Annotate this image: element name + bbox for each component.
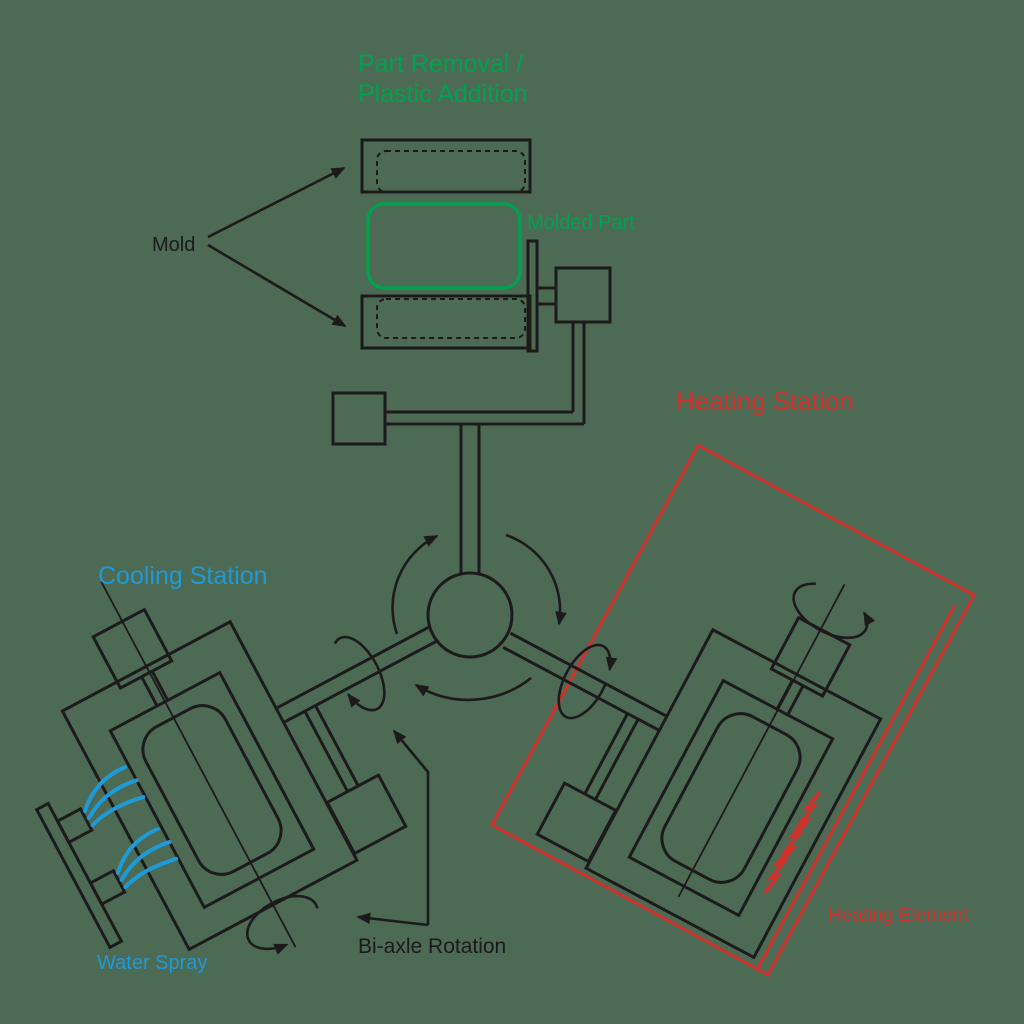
cooling-spin-axis-line — [100, 581, 297, 948]
heating-element-bolt-icon — [793, 790, 822, 839]
hub-rotation-arrow-bottom — [414, 676, 532, 702]
mold-pointer-arrow-bottom — [207, 243, 347, 328]
mold-bottom-cavity-dashed — [376, 298, 526, 339]
water-spray-stream — [86, 778, 139, 821]
water-spray-stream — [123, 856, 179, 890]
heating-counterweight — [535, 781, 618, 864]
mold-flange-plate — [526, 239, 539, 353]
cooling-spindle-motor — [91, 607, 174, 691]
water-spray-nozzle-lower — [88, 868, 127, 907]
counterweight-block-top — [331, 391, 387, 446]
heating-station-title: Heating Station — [676, 386, 854, 416]
water-spray-stream — [115, 826, 160, 875]
mold-label: Mold — [152, 234, 195, 256]
heating-oven — [489, 443, 977, 977]
heating-element-bolt-icon — [778, 818, 807, 867]
heating-arm — [502, 631, 668, 732]
water-spray-stream — [119, 840, 172, 882]
water-spray-manifold — [34, 801, 124, 950]
mold-top-cavity-dashed — [376, 150, 526, 193]
flange-connectors — [537, 286, 556, 306]
heating-element — [763, 790, 822, 895]
water-spray-nozzle-upper — [55, 806, 94, 845]
mold-pointer-arrow-top — [207, 166, 346, 239]
oven-inner-wall — [756, 604, 957, 970]
heating-element-label: Heating Element — [828, 905, 969, 926]
heating-station-assembly — [502, 582, 883, 960]
cooling-arm-rotation-arrow — [333, 635, 386, 712]
cooling-counterweight — [325, 773, 408, 856]
part-removal-station: Part Removal / Plastic Addition Molded P… — [152, 50, 635, 574]
water-spray-streams — [83, 765, 179, 890]
heating-arm-rotation-arrow — [557, 643, 618, 720]
mold-bottom-half — [360, 294, 532, 350]
heating-axis-rotation-arrow — [792, 582, 876, 640]
cooling-counterweight-shaft — [303, 704, 360, 793]
cooling-motor-shaft — [140, 670, 170, 707]
cooling-station-assembly — [34, 581, 439, 955]
main-vertical-arm — [459, 424, 481, 574]
cooling-station-title: Cooling Station — [98, 562, 268, 590]
cooling-arm — [275, 624, 439, 724]
hub-rotation-arrow-right — [505, 533, 567, 626]
oven-outline — [489, 443, 977, 977]
biaxle-pointer-up — [392, 729, 430, 925]
mold-top-half — [360, 138, 532, 194]
molded-part — [366, 202, 522, 290]
heating-motor-shaft — [775, 679, 805, 716]
water-spray-stream — [90, 795, 146, 828]
biaxle-pointer-left — [356, 912, 429, 927]
heating-spin-axis-line — [677, 583, 846, 898]
biaxle-label: Bi-axle Rotation — [358, 935, 506, 958]
central-hub — [391, 533, 567, 702]
biaxle-annotation: Bi-axle Rotation — [356, 729, 506, 958]
part-removal-title-line2: Plastic Addition — [358, 80, 528, 108]
heating-counterweight-shaft — [583, 712, 640, 801]
water-spray-label: Water Spray — [97, 952, 207, 974]
molded-part-label: Molded Part — [527, 212, 635, 234]
heating-element-bolt-icon — [763, 846, 792, 895]
hub-rotation-arrow-left — [391, 534, 439, 635]
part-removal-title-line1: Part Removal / — [358, 50, 523, 78]
hub-circle — [426, 571, 514, 659]
support-beam — [385, 410, 584, 426]
water-spray-stream — [83, 765, 128, 814]
cooling-axis-rotation-arrow — [246, 894, 319, 955]
riser-shaft — [571, 322, 586, 424]
